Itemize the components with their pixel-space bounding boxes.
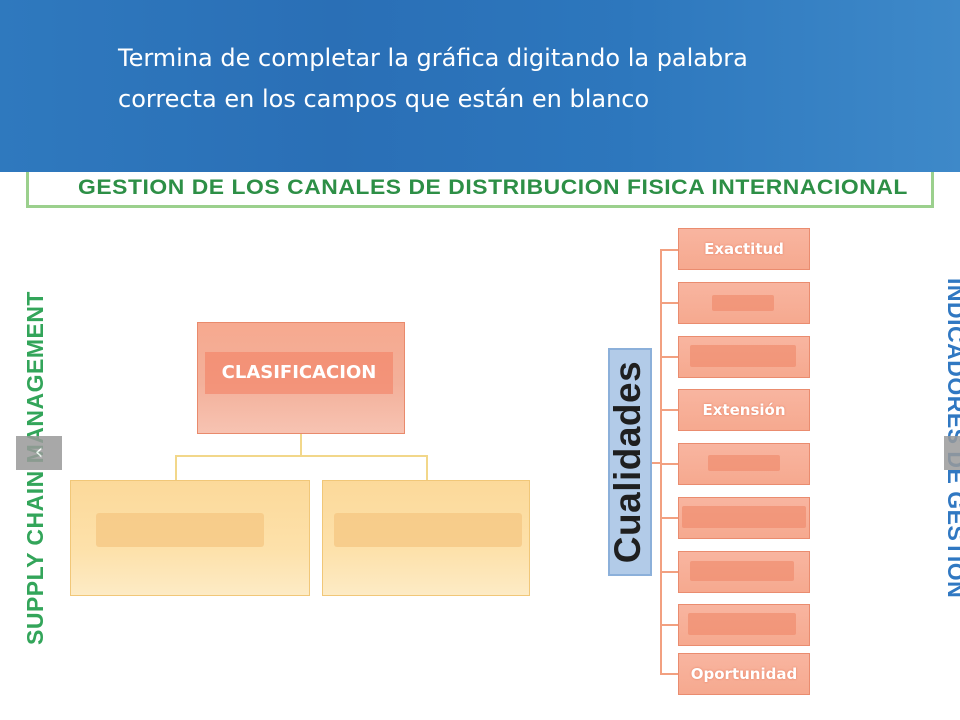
quality-tick — [660, 624, 678, 626]
quality-box-9 — [678, 653, 810, 695]
quality-label-4: Extensión — [702, 401, 786, 419]
erased-text-mark — [688, 613, 796, 635]
diagram-title: GESTION DE LOS CANALES DE DISTRIBUCION F… — [78, 176, 908, 199]
erased-text-mark — [712, 295, 774, 311]
erased-text-mark — [682, 506, 806, 528]
quality-tick — [660, 409, 678, 411]
connector-right-vertical — [426, 455, 428, 480]
qualities-label: Cualidades — [607, 360, 648, 564]
qualities-label-wrap: Cualidades — [607, 348, 648, 576]
quality-field-7[interactable] — [678, 551, 810, 593]
connector-main-vertical — [300, 434, 302, 456]
quality-tick — [660, 517, 678, 519]
quality-tick — [660, 302, 678, 304]
quality-field-3[interactable] — [678, 336, 810, 378]
quality-tick — [660, 356, 678, 358]
qualities-connector — [651, 462, 661, 464]
erased-text-mark — [690, 561, 794, 581]
prev-slide-button[interactable]: ‹ — [16, 436, 62, 470]
erased-text-mark — [96, 513, 264, 547]
instruction-line-2: correcta en los campos que están en blan… — [118, 85, 650, 113]
erased-text-mark — [690, 345, 796, 367]
quality-box-4 — [678, 389, 810, 431]
next-slide-button[interactable] — [944, 436, 960, 470]
instruction-line-1: Termina de completar la gráfica digitand… — [118, 44, 748, 72]
chevron-left-icon: ‹ — [34, 440, 44, 465]
title-banner — [26, 172, 934, 208]
quality-label-1: Exactitud — [704, 240, 784, 258]
quality-tick — [660, 571, 678, 573]
erased-text-mark — [708, 455, 780, 471]
qualities-spine — [660, 250, 662, 675]
classification-label: CLASIFICACION — [221, 362, 377, 383]
connector-left-vertical — [175, 455, 177, 480]
quality-field-5[interactable] — [678, 443, 810, 485]
instruction-header — [0, 0, 960, 172]
quality-tick — [660, 249, 678, 251]
erased-text-mark — [334, 513, 522, 547]
qualities-node — [608, 348, 652, 576]
quality-tick — [660, 673, 678, 675]
quality-field-8[interactable] — [678, 604, 810, 646]
classification-label-bg — [205, 352, 393, 394]
quality-field-6[interactable] — [678, 497, 810, 539]
quality-field-2[interactable] — [678, 282, 810, 324]
connector-horizontal — [175, 455, 428, 457]
quality-tick — [660, 463, 678, 465]
quality-box-1 — [678, 228, 810, 270]
quality-label-9: Oportunidad — [690, 665, 798, 683]
